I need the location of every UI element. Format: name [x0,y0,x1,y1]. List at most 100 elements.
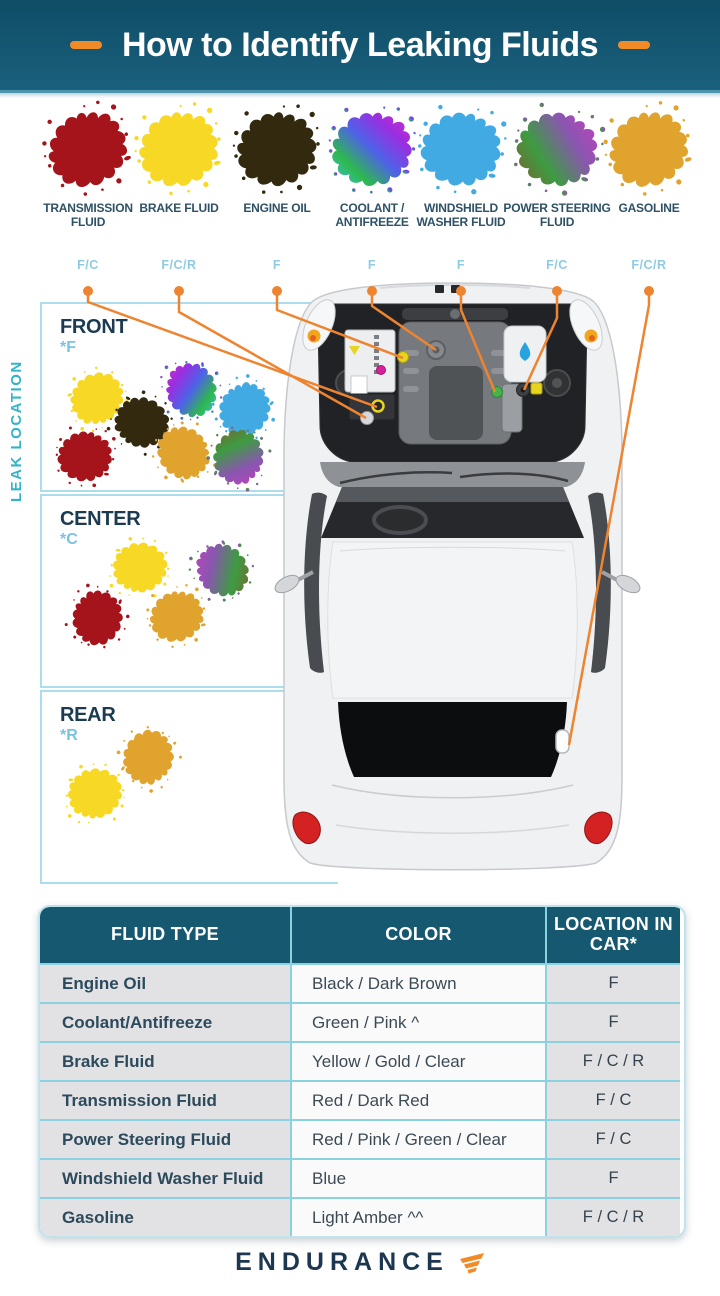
brand-flag-icon [459,1252,484,1273]
leader-line-gasoline [567,291,651,746]
engine-bay [317,303,588,463]
leader-dot-engine-oil [272,286,282,296]
page-title: How to Identify Leaking Fluids [121,25,599,64]
leak-splat-rear-brake [65,763,125,828]
table-cell-c3: F [545,963,680,1002]
fluid-label: TRANSMISSION FLUID [43,201,133,229]
fluid-location-code: F/C/R [161,258,197,272]
splat-wrap [593,102,705,198]
table-cell-c1: Brake Fluid [40,1041,290,1080]
rear-window [338,702,567,777]
fluid-location-code: F/C [546,258,568,272]
leak-splat-rear-gasoline [118,727,178,792]
table-cell-c2: Blue [290,1158,545,1197]
table-cell-c2: Yellow / Gold / Clear [290,1041,545,1080]
fluid-label: COOLANT / ANTIFREEZE [335,201,409,229]
table-header-cell: COLOR [290,907,545,963]
header-divider [0,93,720,98]
splat-wrap [123,102,235,198]
leak-splat-center-transmission [68,588,128,653]
table-cell-c3: F [545,1158,680,1197]
headlight-right [569,299,603,351]
power-steering-splat-icon [199,418,278,497]
strut-tower-right [543,369,571,397]
table-cell-c1: Transmission Fluid [40,1080,290,1119]
table-cell-c3: F / C / R [545,1197,680,1236]
table-cell-c1: Gasoline [40,1197,290,1236]
leader-line-coolant [370,291,437,352]
brake-reservoir-cap [360,411,374,425]
fluid-location-code: F/C/R [631,258,667,272]
table-cell-c2: Light Amber ^^ [290,1197,545,1236]
oil-cap [397,351,409,363]
fluid-label: WINDSHIELD WASHER FLUID [416,201,506,229]
roof [327,541,578,699]
fluid-label: ENGINE OIL [243,201,311,215]
windshield [321,487,584,538]
leak-splat-front-transmission [55,427,115,492]
footer: ENDURANCE [0,1248,720,1277]
legend-item-coolant: COOLANT / ANTIFREEZE F [316,102,428,272]
coolant-cap [426,340,446,360]
transmission-splat-icon [52,424,119,491]
leader-dot-brake [174,286,184,296]
table-cell-c2: Black / Dark Brown [290,963,545,1002]
magenta-cap [376,365,386,375]
legend-item-engine-oil: ENGINE OIL F [221,102,333,272]
engine-oil-splat-icon [229,102,326,199]
table-cell-c1: Power Steering Fluid [40,1119,290,1158]
side-window-right [588,492,611,673]
table-header-cell: LOCATION IN CAR* [545,907,680,963]
fluid-label: BRAKE FLUID [139,201,219,215]
leader-dot-gasoline [644,286,654,296]
section-name: REAR [60,704,116,726]
leader-line-power-steering [522,291,559,391]
yellow-marker [530,382,543,395]
fluid-label: GASOLINE [618,201,680,215]
cowl [320,462,585,487]
fluid-location-code: F [367,258,377,272]
leak-splat-front-power-steering [208,427,268,492]
table-cell-c1: Engine Oil [40,963,290,1002]
title-dash-left [69,41,102,49]
section-code: *C [60,531,78,548]
brake-splat-icon [126,97,232,203]
legend-item-gasoline: GASOLINE F/C/R [593,102,705,272]
strut-tower-left [335,369,363,397]
steering-wheel [372,505,428,535]
mirror-right [601,570,641,594]
table-cell-c1: Coolant/Antifreeze [40,1002,290,1041]
engine-block [398,321,512,445]
leader-dot-coolant [367,286,377,296]
battery-box [344,329,396,393]
washer-drop-icon [519,342,531,361]
leak-splat-center-gasoline [147,587,207,652]
title-dash-right [618,41,651,49]
section-rear: REAR*R [40,690,338,884]
brake-splat-icon [63,761,126,824]
section-code: *R [60,727,78,744]
leak-splat-front-gasoline [153,423,213,488]
fluid-location-code: F/C [77,258,99,272]
coolant-splat-icon [327,105,417,195]
leader-dot-transmission [83,286,93,296]
legend-item-brake: BRAKE FLUID F/C/R [123,102,235,272]
table-header-cell: FLUID TYPE [40,907,290,963]
dashboard [336,487,569,502]
green-cap [491,386,503,398]
fluid-location-code: F [272,258,282,272]
gasoline-splat-icon [594,95,705,206]
legend-item-transmission: TRANSMISSION FLUID F/C [32,102,144,272]
leader-dot-power-steering [552,286,562,296]
table-cell-c3: F / C [545,1119,680,1158]
section-center: CENTER*C [40,494,338,688]
table-cell-c2: Red / Pink / Green / Clear [290,1119,545,1158]
section-name: FRONT [60,316,128,338]
fluid-location-code: F [456,258,466,272]
section-name: CENTER [60,508,141,530]
leader-line-washer [459,291,497,393]
